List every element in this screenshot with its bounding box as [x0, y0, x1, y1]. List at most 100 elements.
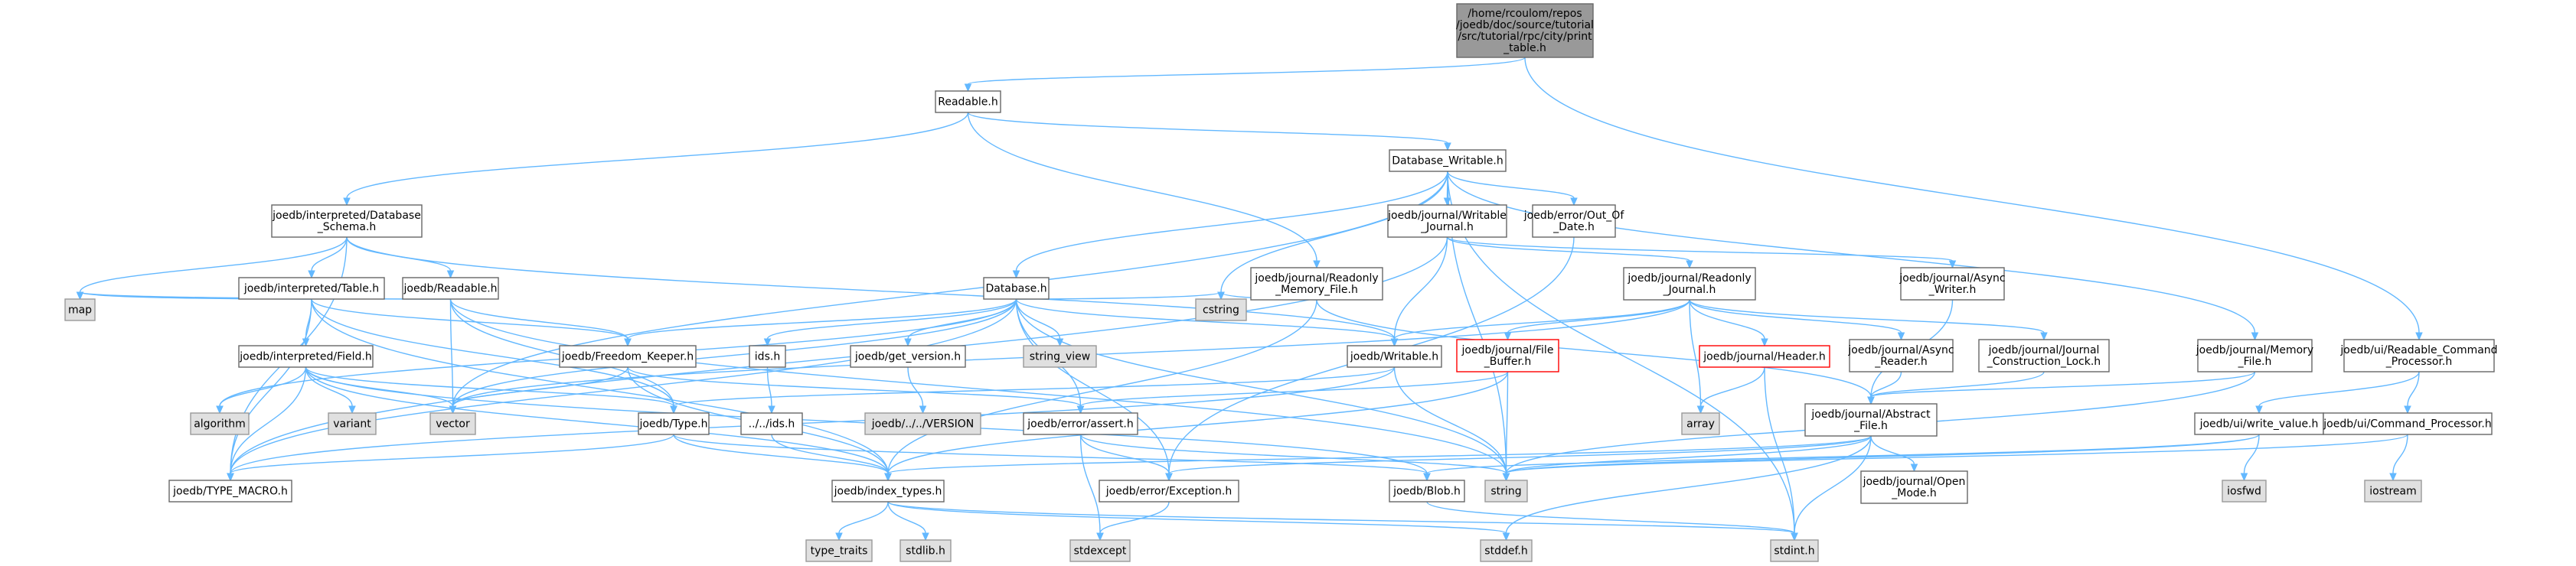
edge-journal_writable-to-journal_async_writer — [1446, 236, 1957, 269]
node-writable-h[interactable]: joedb/Writable.h — [1347, 345, 1442, 368]
edge-database_writable_h-to-database_h — [1012, 171, 1448, 279]
node-journal-memory-file[interactable]: joedb/journal/Memory_File.h — [2196, 339, 2313, 372]
file-nodes: /home/rcoulom/repos/joedb/doc/source/tut… — [64, 3, 2498, 562]
node-ui-write-value[interactable]: joedb/ui/write_value.h — [2194, 412, 2324, 435]
node-label: joedb/../../VERSION — [871, 418, 974, 431]
edge-journal_construction_lock-to-journal_abstract_file — [1867, 371, 2045, 405]
node-cstring: cstring — [1195, 298, 1247, 321]
node-box — [1699, 345, 1830, 368]
edge-ui_command_processor-to-string — [1502, 434, 2408, 482]
node-error-out-of-date[interactable]: joedb/error/Out_Of_Date.h — [1523, 204, 1625, 238]
node-journal-writable[interactable]: joedb/journal/Writable_Journal.h — [1387, 204, 1507, 238]
node-journal-open-mode[interactable]: joedb/journal/Open_Mode.h — [1860, 470, 1968, 504]
edge-readable_h-to-interp_db_schema — [343, 112, 969, 207]
edge-interp_field-to-variant — [305, 366, 356, 415]
node-joedb-readable[interactable]: joedb/Readable.h — [402, 277, 499, 300]
edge-ui_readable_cp-to-ui_command_processor — [2404, 371, 2420, 415]
node-algorithm: algorithm — [190, 412, 250, 435]
node-journal-construction-lock[interactable]: joedb/journal/Journal_Construction_Lock.… — [1978, 339, 2110, 372]
node-stdlib-h: stdlib.h — [899, 539, 952, 562]
node-box — [1069, 539, 1131, 562]
node-get-version[interactable]: joedb/get_version.h — [850, 345, 966, 368]
node-label: Database_Writable.h — [1392, 155, 1503, 168]
node-box — [429, 412, 476, 435]
node-box — [1480, 539, 1533, 562]
node-label: iostream — [2369, 486, 2417, 498]
node-interp-table[interactable]: joedb/interpreted/Table.h — [238, 277, 385, 300]
node-label: _Construction_Lock.h — [1987, 356, 2101, 368]
node-ids-h[interactable]: ids.h — [749, 345, 786, 368]
node-box — [1484, 480, 1528, 503]
node-database-h[interactable]: Database.h — [983, 277, 1050, 300]
node-box — [64, 298, 96, 321]
edge-database_h-to-freedom_keeper — [624, 298, 1017, 347]
edge-ids_h-to-rel_ids_h — [766, 366, 775, 415]
node-journal-async-reader[interactable]: joedb/journal/Async_Reader.h — [1847, 339, 1954, 372]
node-journal-ro-journal[interactable]: joedb/journal/Readonly_Journal.h — [1623, 267, 1756, 301]
node-database-writable-h[interactable]: Database_Writable.h — [1389, 149, 1507, 172]
node-label: joedb/TYPE_MACRO.h — [172, 486, 288, 498]
edge-interp_db_schema-to-interp_table — [308, 236, 348, 279]
node-box — [1023, 345, 1097, 368]
node-label: /home/rcoulom/repos — [1468, 8, 1582, 20]
node-error-exception[interactable]: joedb/error/Exception.h — [1099, 480, 1239, 503]
node-ui-command-processor[interactable]: joedb/ui/Command_Processor.h — [2323, 412, 2493, 435]
node-box — [2364, 480, 2422, 503]
node-journal-header[interactable]: joedb/journal/Header.h — [1699, 345, 1830, 368]
node-string: string — [1484, 480, 1528, 503]
node-box — [805, 539, 873, 562]
edge-database_writable_h-to-error_out_of_date — [1447, 171, 1578, 207]
node-blob-h[interactable]: joedb/Blob.h — [1389, 480, 1465, 503]
node-label: _Memory_File.h — [1275, 284, 1358, 296]
node-freedom-keeper[interactable]: joedb/Freedom_Keeper.h — [559, 345, 697, 368]
edge-journal_abstract_file-to-journal_open_mode — [1870, 435, 1918, 473]
node-box — [1347, 345, 1442, 368]
edge-interp_field-to-algorithm — [216, 366, 307, 415]
node-box — [238, 277, 385, 300]
edge-journal_ro_journal-to-journal_construction_lock — [1689, 299, 2048, 341]
node-ui-readable-cp[interactable]: joedb/ui/Readable_Command_Processor.h — [2339, 339, 2498, 372]
node-rel-ids-h[interactable]: ../../ids.h — [740, 412, 803, 435]
node-label: array — [1686, 418, 1715, 431]
node-label: joedb/Writable.h — [1350, 351, 1438, 363]
node-box — [2197, 339, 2313, 372]
node-interp-db-schema[interactable]: joedb/interpreted/Database_Schema.h — [271, 204, 423, 238]
node-box — [271, 204, 423, 238]
node-box — [1389, 480, 1465, 503]
node-type-macro[interactable]: joedb/TYPE_MACRO.h — [168, 480, 292, 503]
node-label: type_traits — [811, 545, 868, 558]
node-label: joedb/journal/Journal — [1988, 344, 2100, 356]
node-box — [935, 90, 1001, 113]
node-journal-abstract-file[interactable]: joedb/journal/Abstract_File.h — [1804, 403, 1938, 437]
node-type-h[interactable]: joedb/Type.h — [638, 412, 710, 435]
node-interp-field[interactable]: joedb/interpreted/Field.h — [238, 345, 374, 368]
node-readable-h[interactable]: Readable.h — [935, 90, 1001, 113]
node-label: joedb/journal/Header.h — [1703, 351, 1825, 363]
node-box — [238, 345, 374, 368]
edge-journal_ro_journal-to-journal_async_reader — [1689, 299, 1905, 341]
node-label: joedb/interpreted/Field.h — [239, 351, 371, 363]
node-journal-ro-mem[interactable]: joedb/journal/Readonly_Memory_File.h — [1250, 267, 1383, 301]
node-journal-file-buffer[interactable]: joedb/journal/File_Buffer.h — [1456, 339, 1559, 372]
node-label: joedb/interpreted/Table.h — [243, 283, 379, 295]
node-label: algorithm — [194, 418, 246, 431]
node-label: joedb/journal/Abstract — [1810, 408, 1931, 421]
node-box — [1250, 267, 1383, 301]
node-box — [2343, 339, 2495, 372]
edge-journal_ro_journal-to-journal_header — [1689, 299, 1768, 347]
node-label: joedb/journal/Async — [1899, 272, 2005, 285]
node-label: joedb/ui/Readable_Command — [2339, 344, 2497, 356]
node-label: _File.h — [2238, 356, 2272, 368]
node-index-types[interactable]: joedb/index_types.h — [831, 480, 945, 503]
node-stddef-h: stddef.h — [1480, 539, 1533, 562]
edge-database_h-to-error_exception — [1015, 298, 1173, 482]
edge-ui_command_processor-to-iostream — [2389, 434, 2408, 482]
node-error-assert[interactable]: joedb/error/assert.h — [1023, 412, 1138, 435]
node-label: _Date.h — [1552, 221, 1595, 233]
edge-journal_abstract_file-to-error_exception — [1165, 435, 1872, 482]
edge-get_version-to-version_file — [907, 366, 927, 415]
node-journal-async-writer[interactable]: joedb/journal/Async_Writer.h — [1899, 267, 2006, 301]
node-label: joedb/error/Out_Of — [1523, 210, 1625, 222]
edge-type_h-to-type_macro — [227, 434, 674, 482]
node-label: joedb/interpreted/Database — [272, 210, 421, 222]
